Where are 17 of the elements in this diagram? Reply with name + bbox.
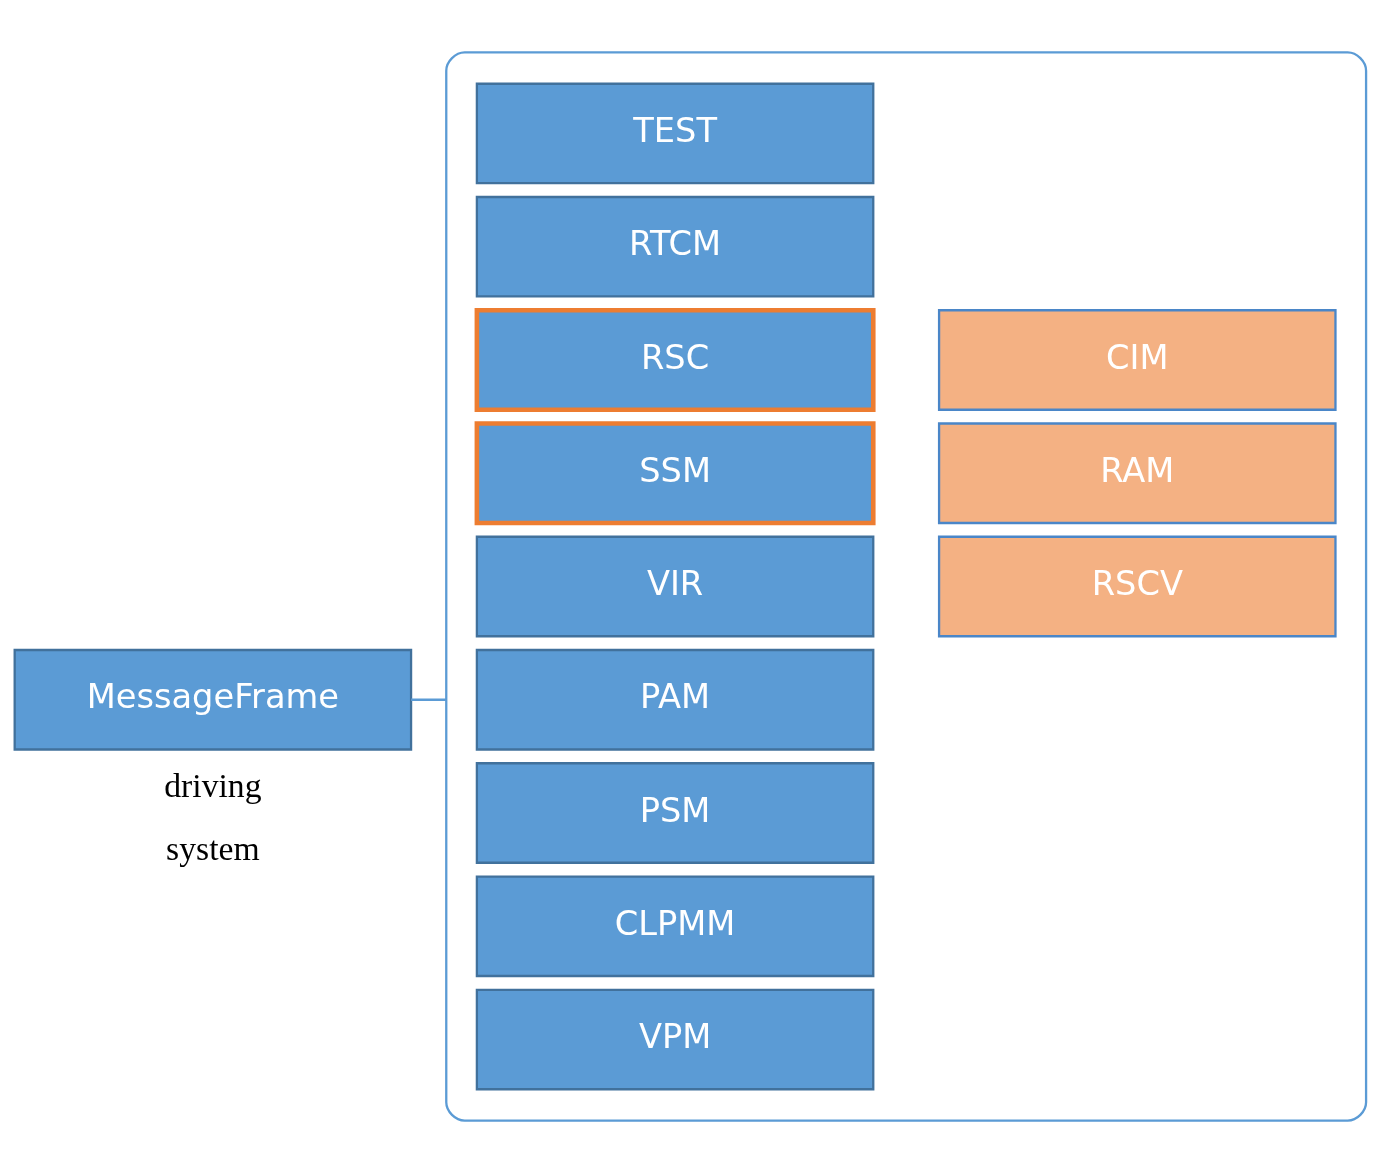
node-box: RSC <box>474 307 876 413</box>
node-box: RTCM <box>475 195 875 298</box>
node-box: MessageFrame <box>13 648 413 751</box>
node-box: PSM <box>475 762 875 864</box>
node-box: TEST <box>475 82 875 185</box>
node-box: PAM <box>475 648 875 751</box>
cluster <box>445 51 1368 1122</box>
label: system <box>166 829 260 867</box>
connector <box>411 698 447 701</box>
node-box: RSCV <box>937 535 1337 638</box>
label: driving <box>164 767 262 805</box>
node-box: CIM <box>937 309 1337 411</box>
node-box: VIR <box>475 535 875 638</box>
node-box: CLPMM <box>475 875 875 978</box>
node-box: VPM <box>475 988 875 1091</box>
node-box: RAM <box>937 422 1337 525</box>
node-box: SSM <box>474 421 876 526</box>
